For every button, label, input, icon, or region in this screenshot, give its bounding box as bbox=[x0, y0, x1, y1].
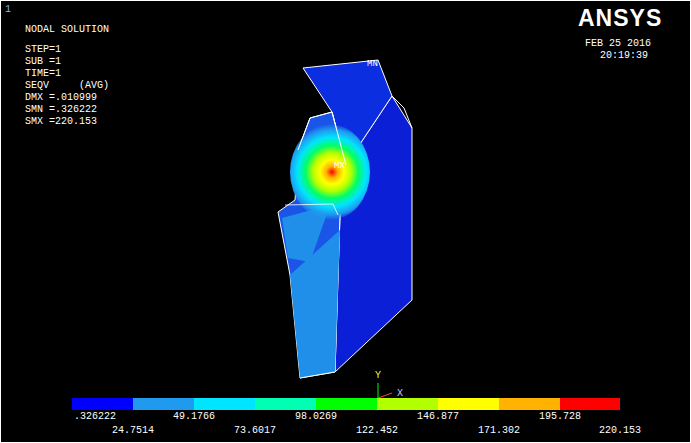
legend-value: 24.7514 bbox=[112, 425, 154, 437]
legend-value: 220.153 bbox=[599, 425, 641, 437]
result-item: SEQV (AVG) bbox=[25, 80, 109, 92]
substep-info: SUB =1 bbox=[25, 56, 61, 68]
time-info: TIME=1 bbox=[25, 68, 61, 80]
axis-triad bbox=[378, 383, 392, 398]
legend-value: 146.877 bbox=[417, 411, 459, 423]
plot-title: NODAL SOLUTION bbox=[25, 24, 109, 36]
max-marker: MX bbox=[334, 160, 345, 172]
step-info: STEP=1 bbox=[25, 44, 61, 56]
max-displacement: DMX =.010999 bbox=[25, 92, 97, 104]
legend-value: 122.452 bbox=[356, 425, 398, 437]
ansys-logo: ANSYS bbox=[578, 5, 662, 31]
part bbox=[278, 60, 412, 378]
window-number: 1 bbox=[5, 4, 11, 16]
axis-label: Y bbox=[375, 370, 381, 382]
legend-value: 171.302 bbox=[478, 425, 520, 437]
legend-value: 98.0269 bbox=[295, 411, 337, 423]
min-stress: SMN =.326222 bbox=[25, 104, 97, 116]
min-marker: MN bbox=[367, 58, 378, 70]
color-bar bbox=[72, 398, 620, 410]
legend-value: 49.1766 bbox=[173, 411, 215, 423]
legend-value: .326222 bbox=[74, 411, 116, 423]
legend-value: 73.6017 bbox=[234, 425, 276, 437]
max-stress: SMX =220.153 bbox=[25, 116, 97, 128]
legend-value: 195.728 bbox=[539, 411, 581, 423]
axis-label: X bbox=[397, 388, 403, 400]
date: FEB 25 2016 bbox=[585, 38, 651, 50]
time: 20:19:39 bbox=[600, 50, 648, 62]
